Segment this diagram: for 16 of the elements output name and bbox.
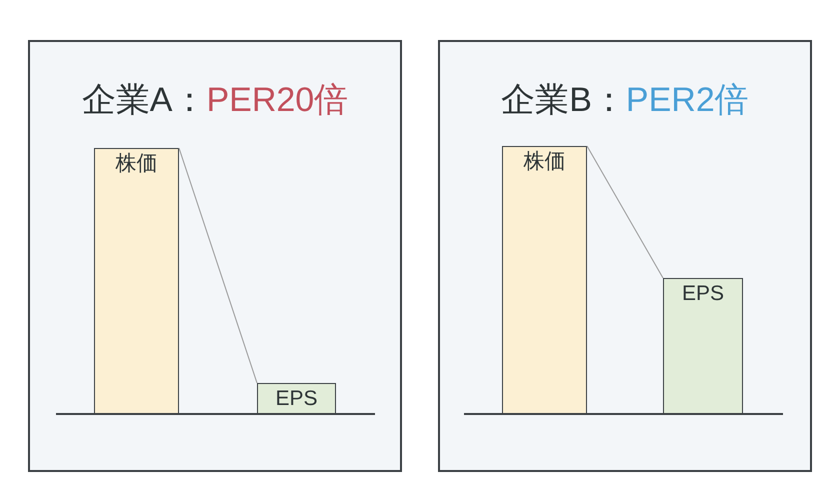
connector-line xyxy=(586,146,664,278)
title-text: 企業A： xyxy=(82,80,206,121)
title-text: 企業B： xyxy=(501,80,626,121)
bar xyxy=(502,146,587,414)
panel xyxy=(28,40,402,472)
ratio-text: PER20倍 xyxy=(206,80,348,121)
bar-label: EPS xyxy=(275,387,318,411)
ratio-text: PER2倍 xyxy=(626,80,749,121)
panel xyxy=(438,40,812,472)
bar xyxy=(257,383,336,414)
bar xyxy=(94,148,179,414)
connector-line xyxy=(178,148,258,384)
bar-label: EPS xyxy=(682,282,724,306)
bar xyxy=(663,278,743,414)
bar-label: 株価 xyxy=(116,152,158,176)
bar-label: 株価 xyxy=(524,150,566,174)
